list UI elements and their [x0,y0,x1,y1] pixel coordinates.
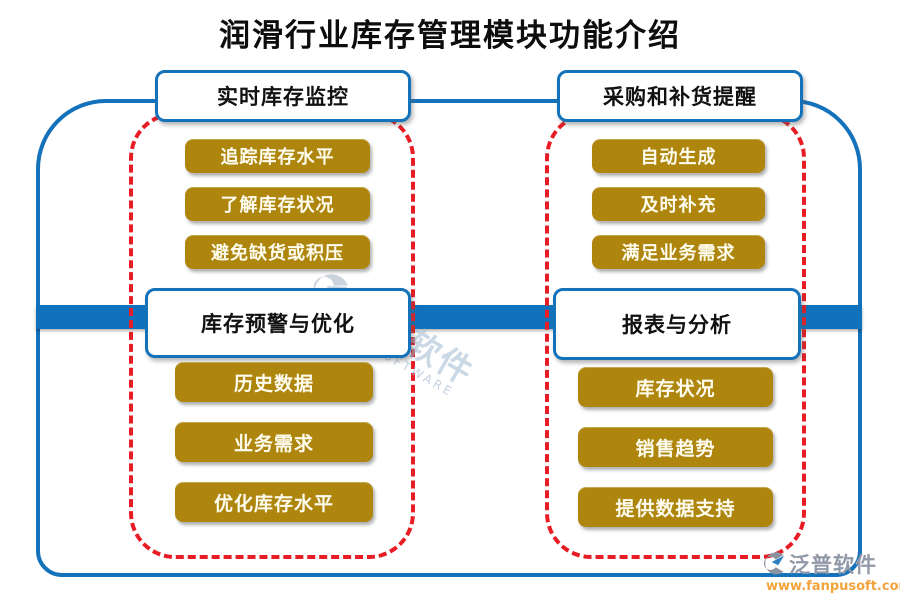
section-header-label: 采购和补货提醒 [603,84,757,109]
outer-container-frame [36,99,862,577]
item-node: 提供数据支持 [578,487,773,527]
item-node: 优化库存水平 [175,482,373,522]
item-node: 库存状况 [578,367,773,407]
item-node: 满足业务需求 [592,235,765,269]
footer-brand-url: www.fanpusoft.com [766,579,900,594]
fanpu-logo-icon [760,551,786,577]
item-group-realtime-monitoring: 追踪库存水平 了解库存状况 避免缺货或积压 [185,139,370,269]
item-node: 销售趋势 [578,427,773,467]
item-node: 自动生成 [592,139,765,173]
item-group-reports-analysis: 库存状况 销售趋势 提供数据支持 [578,367,773,527]
item-node: 避免缺货或积压 [185,235,370,269]
section-header-reports-analysis: 报表与分析 [553,288,801,360]
footer-brand-name: 泛普软件 [789,552,877,577]
item-node: 历史数据 [175,362,373,402]
section-header-realtime-monitoring: 实时库存监控 [155,70,411,122]
section-header-label: 库存预警与优化 [201,311,355,336]
section-header-label: 实时库存监控 [217,84,349,109]
section-header-label: 报表与分析 [622,312,732,337]
section-header-purchase-replenish: 采购和补货提醒 [557,70,803,122]
item-node: 追踪库存水平 [185,139,370,173]
item-group-purchase-replenish: 自动生成 及时补充 满足业务需求 [592,139,765,269]
item-node: 及时补充 [592,187,765,221]
item-group-warning-optimization: 历史数据 业务需求 优化库存水平 [175,362,373,522]
section-header-warning-optimization: 库存预警与优化 [145,288,411,358]
page-title: 润滑行业库存管理模块功能介绍 [219,18,681,54]
footer-brand: 泛普软件 www.fanpusoft.com [760,549,900,594]
item-node: 了解库存状况 [185,187,370,221]
item-node: 业务需求 [175,422,373,462]
